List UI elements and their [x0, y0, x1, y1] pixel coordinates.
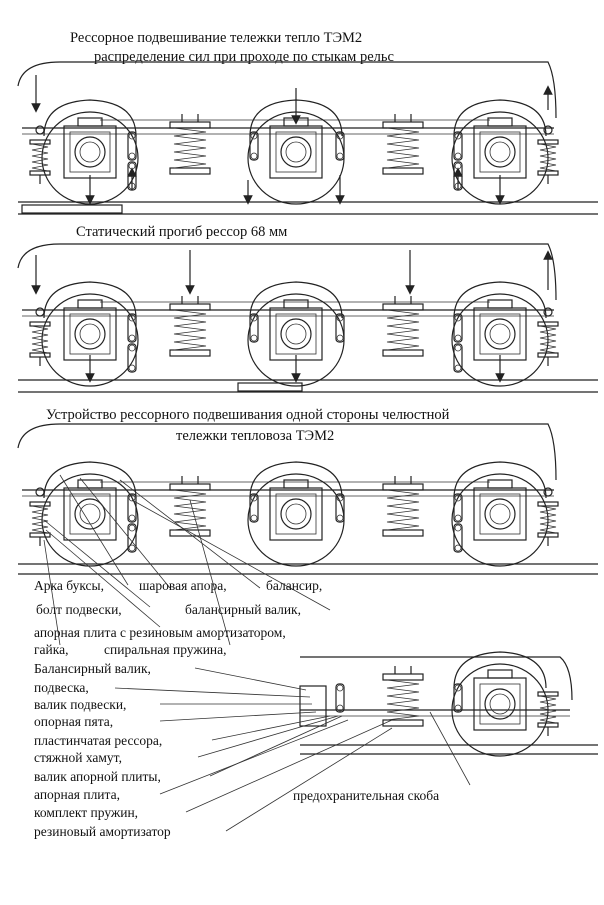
label-hanger-pin: валик подвески,: [34, 697, 127, 712]
label-spring-set: комплект пружин,: [34, 805, 139, 820]
label-support-heel: опорная пята,: [34, 714, 114, 729]
label-hanger: подвеска,: [34, 680, 89, 695]
diagram-joint-forces: [18, 62, 598, 215]
label-hanger-bolt: болт подвески,: [36, 602, 122, 617]
diagram-title-line1: Рессорное подвешивание тележки тепло ТЭМ…: [70, 30, 363, 46]
diagram-device-detail: [114, 651, 598, 832]
device-title-line1: Устройство рессорного подвешивания одной…: [46, 407, 450, 423]
label-leaf-spring: пластинчатая рессора,: [34, 733, 163, 748]
label-nut: гайка,: [34, 642, 69, 657]
label-support-plate-rubber: апорная плита с резиновым амортизатором,: [34, 625, 286, 640]
diagram-static-deflection: [18, 244, 598, 393]
label-axlebox-arch: Арка буксы,: [34, 578, 104, 593]
label-balancer-pin: балансирный валик,: [185, 602, 301, 617]
label-safety-bracket: предохранительная скоба: [293, 788, 440, 803]
label-support-plate-pin: валик апорной плиты,: [34, 769, 161, 784]
static-deflection-caption: Статический прогиб рессор 68 мм: [76, 224, 288, 240]
label-rubber-damper: резиновый амортизатор: [34, 824, 171, 839]
label-support-plate: апорная плита,: [34, 787, 120, 802]
diagram-device-full: [18, 424, 598, 646]
device-title-line2: тележки тепловоза ТЭМ2: [176, 428, 335, 444]
label-clamp: стяжной хамут,: [34, 750, 122, 765]
diagram-title-line2: распределение сил при проходе по стыкам …: [94, 49, 394, 65]
label-ball-support: шаровая апора,: [139, 578, 227, 593]
label-balancer: балансир,: [266, 578, 323, 593]
label-coil-spring: спиральная пружина,: [104, 642, 227, 657]
label-balancer-pin-2: Балансирный валик,: [34, 661, 151, 676]
